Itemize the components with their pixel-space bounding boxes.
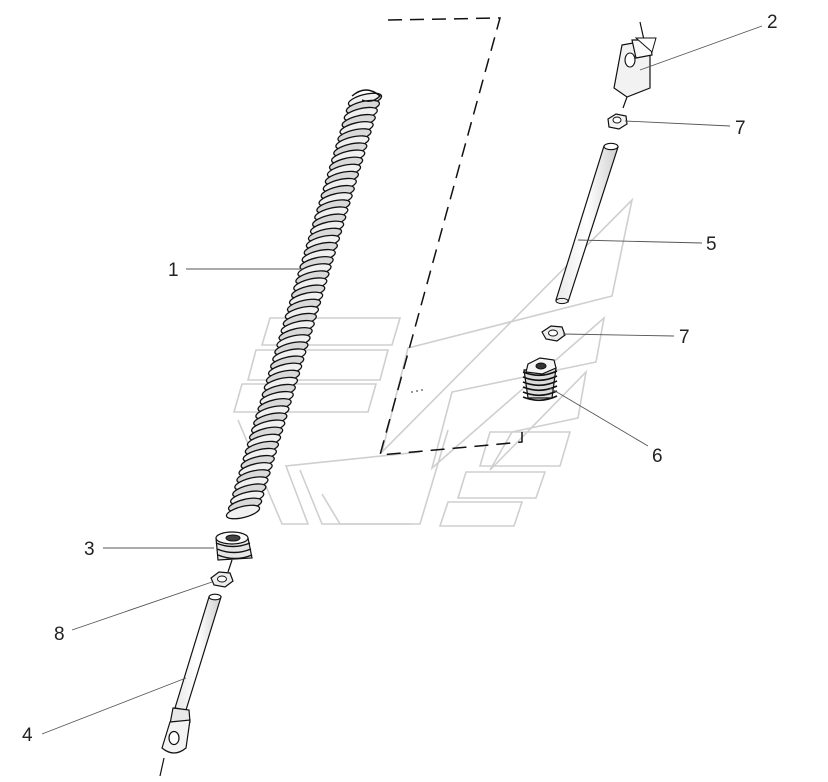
upper-rod (555, 142, 619, 305)
callout-5: 5 (706, 234, 717, 255)
plug-thread (522, 385, 558, 392)
callout-numbers: 1 2 3 4 5 6 7 7 8 (22, 12, 778, 746)
leader-6 (549, 387, 649, 447)
plug-thread (522, 390, 558, 397)
plug-thread (522, 370, 558, 377)
plug-thread (522, 375, 558, 382)
leader-lines (41, 25, 763, 735)
callout-6: 6 (652, 446, 663, 467)
spring-end-hook (351, 89, 382, 103)
center-dots (411, 389, 423, 393)
leader-5 (577, 239, 703, 244)
plug-thread (522, 380, 558, 387)
callout-4: 4 (22, 725, 33, 746)
callout-3: 3 (84, 539, 95, 560)
middle-nut (541, 325, 566, 342)
callout-8: 8 (54, 624, 65, 645)
top-clevis (613, 21, 657, 109)
upper-nut (607, 113, 628, 130)
watermark-logo (232, 197, 634, 527)
leader-4 (41, 677, 187, 735)
lower-nut (210, 571, 234, 588)
upper-spring-plug (522, 357, 558, 402)
callout-7-middle: 7 (679, 327, 690, 348)
lower-rod-with-eye (159, 593, 222, 777)
spring-coil (225, 504, 261, 520)
lower-spring-plug (215, 531, 253, 573)
spring (225, 89, 383, 520)
leader-7-upper (624, 120, 731, 127)
callout-7-upper: 7 (735, 118, 746, 139)
assembly-dashed-outline (378, 17, 523, 456)
leader-8 (71, 581, 213, 631)
callout-2: 2 (767, 12, 778, 33)
callout-1: 1 (168, 260, 179, 281)
leader-7-middle (562, 333, 675, 337)
leader-2 (639, 25, 763, 71)
plug-thread (522, 395, 558, 402)
